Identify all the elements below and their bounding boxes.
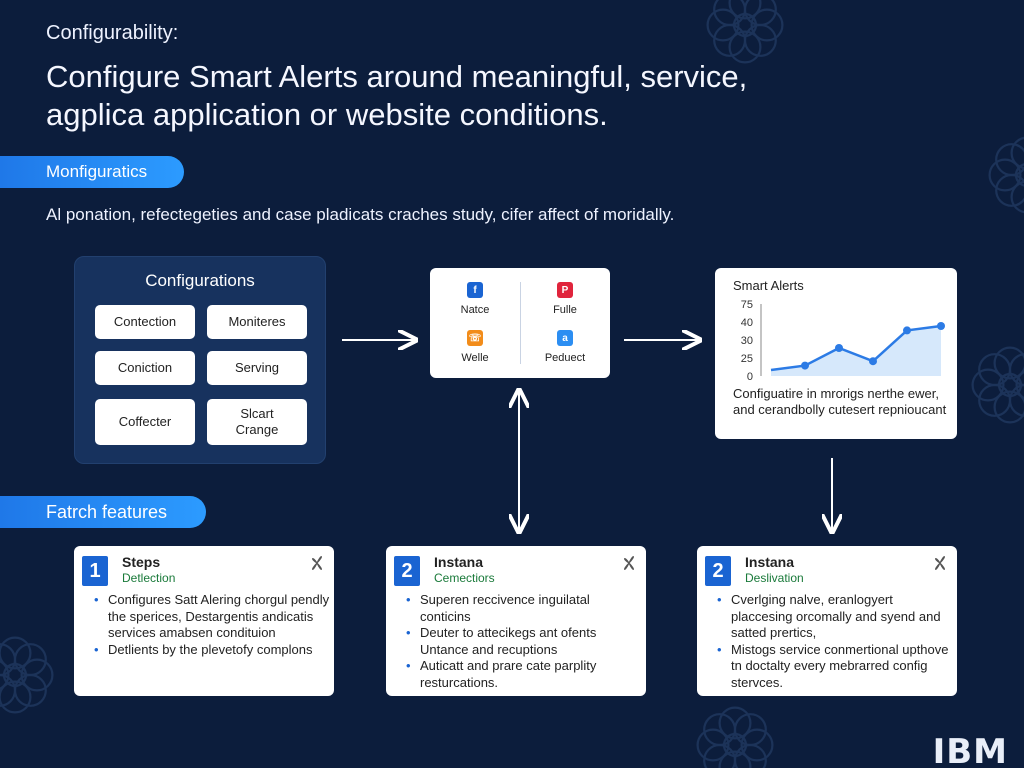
config-option-button[interactable]: Slcart Crange bbox=[207, 399, 307, 445]
app-label: Fulle bbox=[553, 304, 577, 316]
feature-card: 2 Instana Cemectiors Superen reccivence … bbox=[386, 546, 646, 696]
smart-alerts-chart: 75 40 30 25 0 bbox=[741, 299, 945, 383]
feature-card-subtitle: Cemectiors bbox=[434, 571, 495, 585]
series-line bbox=[770, 324, 942, 372]
step-number-badge: 2 bbox=[705, 556, 731, 586]
ibm-logo: IBM bbox=[932, 732, 1008, 768]
y-tick-label: 25 bbox=[741, 353, 753, 365]
divider bbox=[520, 282, 521, 364]
config-option-button[interactable]: Contection bbox=[95, 305, 195, 339]
section-pill-features: Fatrch features bbox=[0, 496, 206, 528]
feature-bullets: Cverlging nalve, eranlogyert placcesing … bbox=[717, 592, 953, 691]
decorative-mandala-icon bbox=[0, 636, 54, 714]
smart-alerts-panel: Smart Alerts 75 40 30 25 0 Configuatire in m… bbox=[715, 268, 957, 439]
facebook-icon: f bbox=[467, 282, 483, 298]
list-item: Mistogs service conmertional upthove tn … bbox=[717, 642, 953, 692]
decorative-mandala-icon bbox=[706, 0, 784, 64]
y-tick-label: 0 bbox=[747, 371, 753, 383]
app-icon: a bbox=[557, 330, 573, 346]
feature-card-title: Steps bbox=[122, 554, 161, 570]
feature-card-subtitle: Detlection bbox=[122, 571, 176, 585]
list-item: Detlients by the plevetofy complons bbox=[94, 642, 330, 659]
data-point bbox=[869, 357, 877, 366]
feature-card: 2 Instana Deslivation Cverlging nalve, e… bbox=[697, 546, 957, 696]
feature-card: 1 Steps Detlection Configures Satt Aleri… bbox=[74, 546, 334, 696]
section-pill-configuration: Monfiguratics bbox=[0, 156, 184, 188]
settings-flower-icon bbox=[624, 556, 634, 570]
data-point bbox=[937, 322, 945, 330]
config-option-button[interactable]: Moniteres bbox=[207, 305, 307, 339]
data-point bbox=[801, 361, 809, 370]
list-item: Auticatt and prare cate parplity resturc… bbox=[406, 658, 642, 691]
feature-card-title: Instana bbox=[745, 554, 795, 570]
y-tick-label: 40 bbox=[741, 317, 753, 329]
settings-flower-icon bbox=[312, 556, 322, 570]
section-description: Al ponation, refectegeties and case plad… bbox=[46, 205, 675, 224]
list-item: Deuter to attecikegs ant ofents Untance … bbox=[406, 625, 642, 658]
feature-card-subtitle: Deslivation bbox=[745, 571, 804, 585]
pinterest-icon: P bbox=[557, 282, 573, 298]
app-label: Welle bbox=[461, 352, 489, 364]
decorative-mandala-icon bbox=[696, 706, 774, 768]
eyebrow-label: Configurability: bbox=[46, 22, 179, 44]
feature-bullets: Superen reccivence inguilatal conticins … bbox=[406, 592, 642, 691]
app-item[interactable]: P Fulle bbox=[525, 282, 605, 316]
step-number-badge: 2 bbox=[394, 556, 420, 586]
app-item[interactable]: f Natce bbox=[435, 282, 515, 316]
list-item: Configures Satt Alering chorgul pendly t… bbox=[94, 592, 330, 642]
series-area bbox=[771, 326, 941, 376]
step-number-badge: 1 bbox=[82, 556, 108, 586]
app-label: Natce bbox=[460, 304, 490, 316]
config-option-button[interactable]: Coniction bbox=[95, 351, 195, 385]
app-item[interactable]: ☏ Welle bbox=[435, 330, 515, 364]
phone-icon: ☏ bbox=[467, 330, 483, 346]
feature-bullets: Configures Satt Alering chorgul pendly t… bbox=[94, 592, 330, 658]
feature-card-title: Instana bbox=[434, 554, 484, 570]
smart-alerts-title: Smart Alerts bbox=[733, 278, 804, 293]
data-point bbox=[903, 326, 911, 335]
settings-flower-icon bbox=[935, 556, 945, 570]
configurations-title: Configurations bbox=[145, 271, 255, 290]
y-tick-label: 75 bbox=[741, 299, 753, 311]
app-label: Peduect bbox=[544, 352, 586, 364]
list-item: Superen reccivence inguilatal conticins bbox=[406, 592, 642, 625]
data-point bbox=[835, 344, 843, 352]
page-title: Configure Smart Alerts around meaningful… bbox=[46, 59, 748, 132]
smart-alerts-description: Configuatire in mrorigs nerthe ewer, and… bbox=[733, 386, 947, 417]
configurations-panel: Configurations Contection Moniteres Coni… bbox=[74, 256, 326, 464]
app-item[interactable]: a Peduect bbox=[525, 330, 605, 364]
config-option-button[interactable]: Coffecter bbox=[95, 399, 195, 445]
decorative-mandala-icon bbox=[988, 136, 1024, 214]
decorative-mandala-icon bbox=[971, 346, 1024, 424]
config-option-button[interactable]: Serving bbox=[207, 351, 307, 385]
list-item: Cverlging nalve, eranlogyert placcesing … bbox=[717, 592, 953, 642]
apps-panel: f Natce P Fulle ☏ Welle a Peduect bbox=[430, 268, 610, 378]
y-tick-label: 30 bbox=[741, 335, 753, 347]
